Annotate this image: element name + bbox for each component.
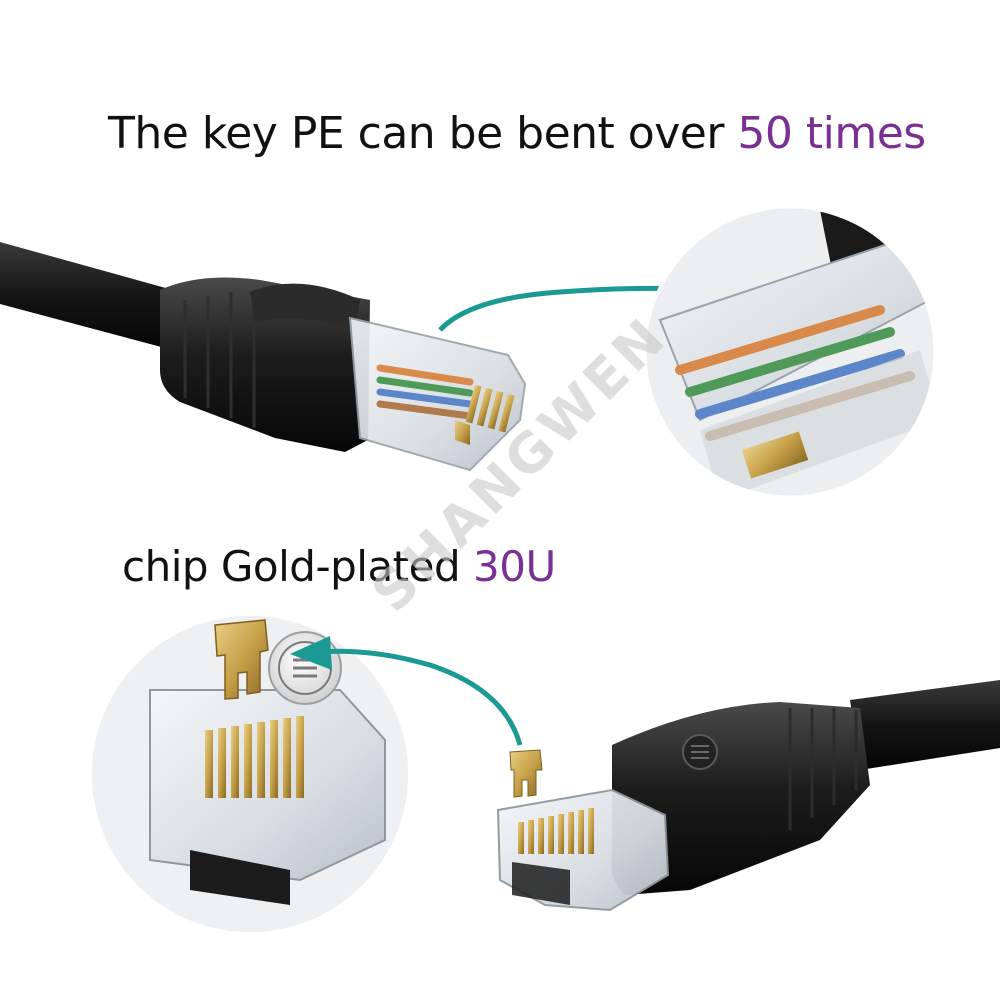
headline-gold: chip Gold-plated 30U [122,542,556,591]
top-zoom-detail [643,205,937,499]
top-connector [0,242,527,472]
top-plug-housing [348,316,527,472]
headline-bend-text: The key PE can be bent over [108,108,724,159]
curved-arrow-icon [290,636,523,746]
bottom-connector [496,680,1000,912]
top-boot-latch-cover [250,283,360,330]
headline-gold-text: chip Gold-plated [122,542,461,591]
bottom-boot [611,702,870,895]
headline-bend-highlight: 50 times [737,108,926,159]
small-gold-chip [509,749,543,798]
top-cable [0,242,180,352]
top-boot [160,277,370,452]
top-wires [376,364,474,420]
bottom-cable [850,680,1000,770]
gold-contact-chip [214,619,269,700]
headline-gold-highlight: 30U [473,542,556,591]
headline-bend: The key PE can be bent over 50 times [108,108,926,159]
